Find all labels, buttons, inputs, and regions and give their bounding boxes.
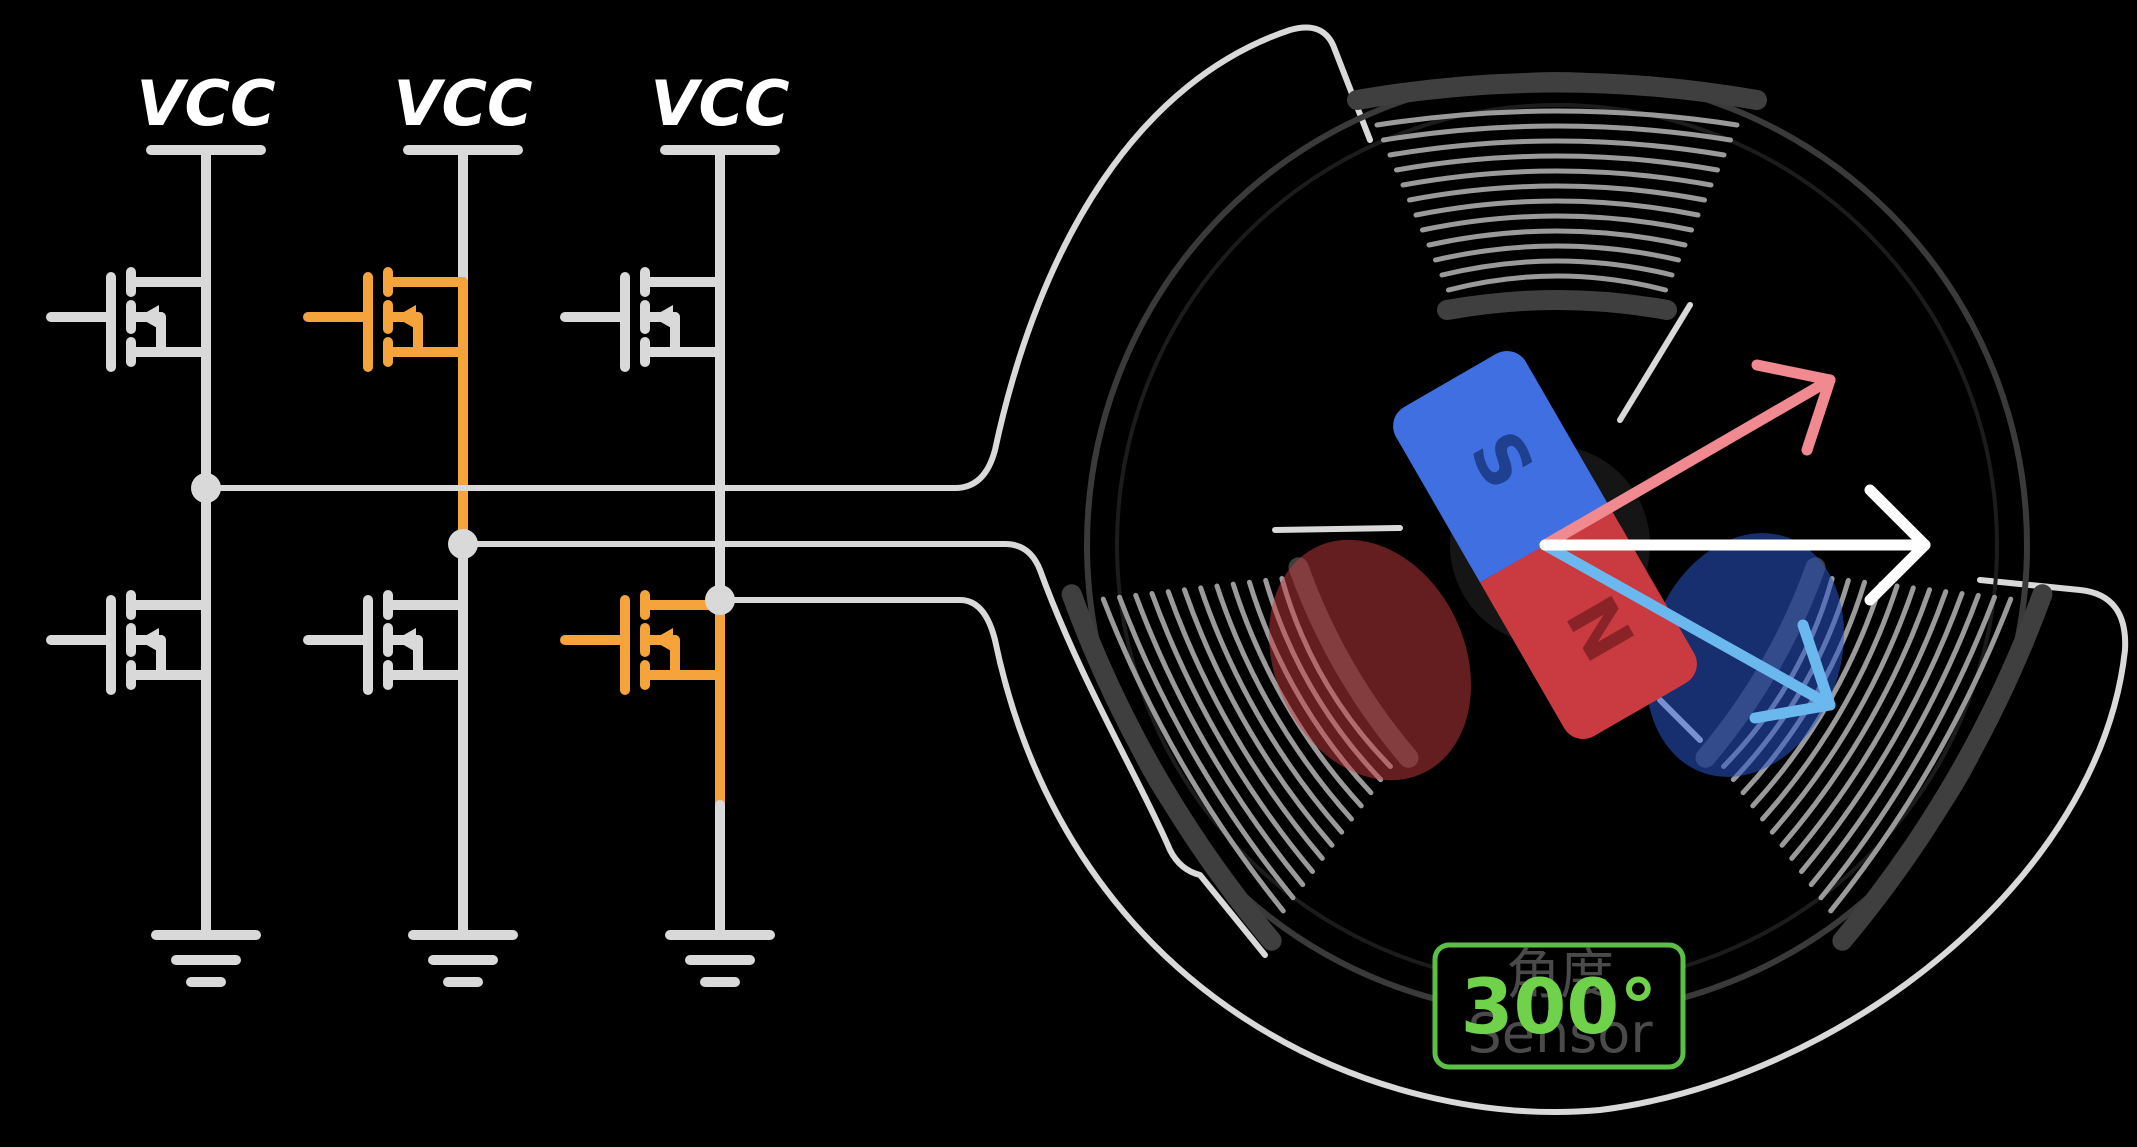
phase-a-wire bbox=[203, 24, 1373, 491]
motor: S N 角度 Sensor 300° bbox=[1061, 72, 2053, 1070]
arrow-red-head bbox=[1751, 359, 1836, 456]
angle-sensor-box bbox=[1432, 942, 1686, 1070]
angle-sensor: 角度 Sensor 300° bbox=[1432, 942, 1686, 1070]
half-bridge-2: VCC bbox=[308, 67, 533, 987]
half-bridge-1: VCC bbox=[51, 67, 276, 987]
high-side-mosfet bbox=[565, 272, 720, 367]
phase-c-wire bbox=[717, 577, 2129, 1115]
sensor-watermark-top: 角度 bbox=[1506, 943, 1614, 1006]
phase-b-wire bbox=[460, 541, 1268, 958]
sensor-watermark-bottom: Sensor bbox=[1467, 1002, 1653, 1065]
low-side-mosfet bbox=[51, 595, 206, 690]
low-side-mosfet bbox=[565, 595, 720, 690]
coil-top bbox=[1347, 72, 1767, 320]
arrow-blue bbox=[1539, 539, 1836, 711]
angle-readout: 300° bbox=[1461, 962, 1658, 1051]
high-side-mosfet bbox=[308, 272, 463, 367]
vcc-label: VCC bbox=[394, 67, 533, 140]
arrow-white-head bbox=[1864, 484, 1931, 606]
vcc-label: VCC bbox=[137, 67, 276, 140]
half-bridge-3: VCC bbox=[565, 67, 790, 987]
arrow-red bbox=[1539, 374, 1836, 551]
field-vectors bbox=[1539, 359, 1931, 724]
low-side-mosfet bbox=[308, 595, 463, 690]
high-side-mosfet bbox=[51, 272, 206, 367]
arrow-blue-head bbox=[1749, 619, 1836, 724]
vcc-label: VCC bbox=[651, 67, 790, 140]
north-field-glow bbox=[1268, 539, 1472, 781]
